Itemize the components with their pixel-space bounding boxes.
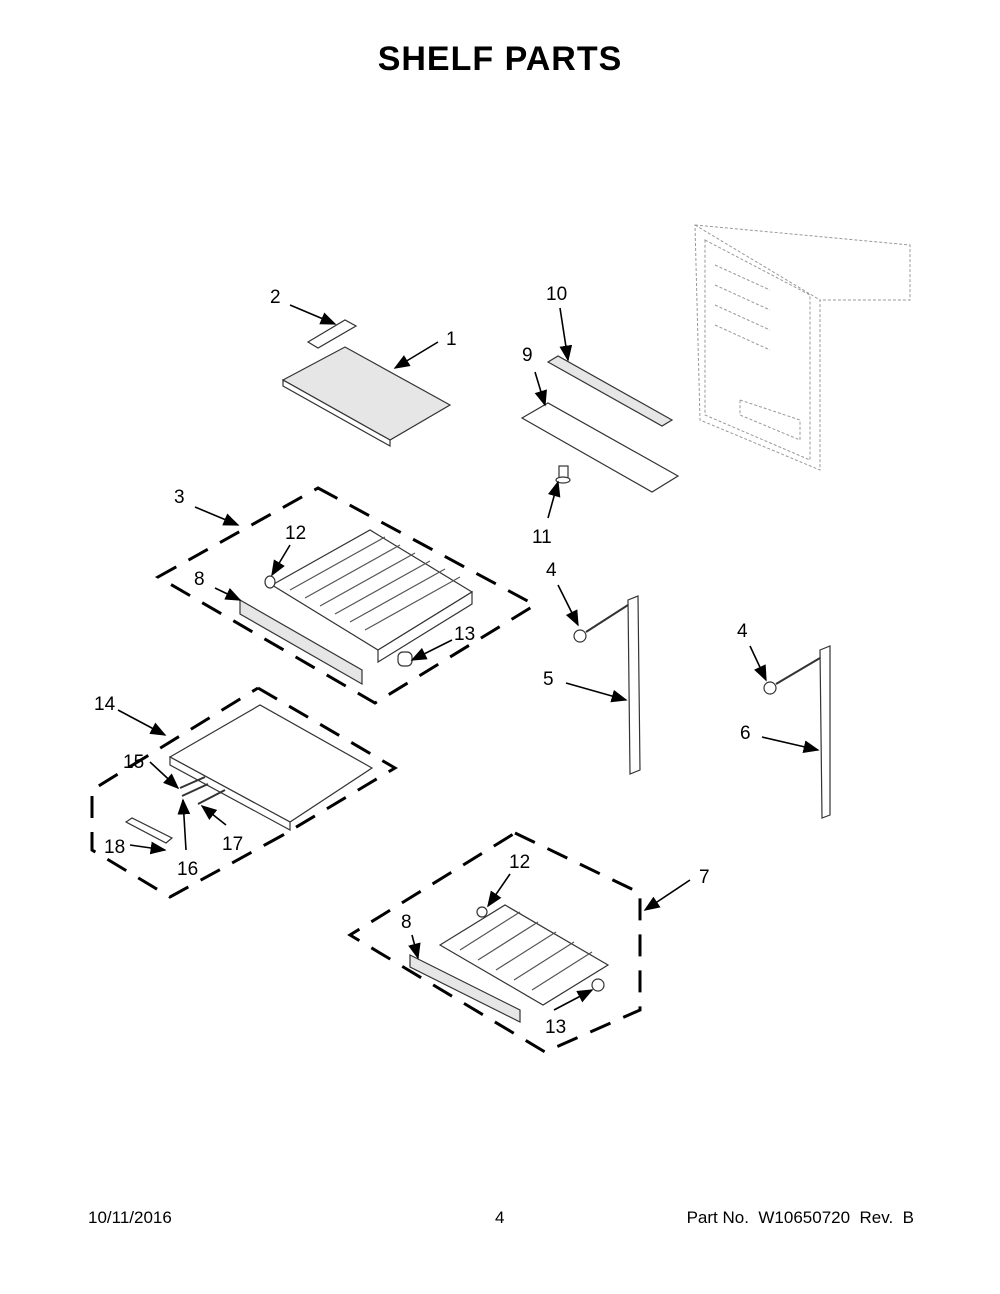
wheel-part-13 [397,651,413,667]
assembly-boundary-part-3 [154,486,539,705]
footer-part-number: Part No. W10650720 Rev. B [686,1208,914,1227]
glass-shelf-part-1 [281,346,452,448]
rail-part-5 [627,595,641,775]
assembly-boundary-part-7 [347,831,642,1054]
parts-15-16 [179,776,209,797]
callout-9: 9 [522,345,533,366]
assembly-boundary-part-14 [90,686,398,899]
callout-8: 8 [401,912,412,933]
wheel-part-13b [591,978,605,992]
callout-12: 12 [285,523,306,544]
callout-1: 1 [446,329,457,350]
callout-7: 7 [699,867,710,888]
bracket-part-2 [306,319,358,349]
leader-lines [117,304,820,1011]
callout-13: 13 [454,624,475,645]
callout-17: 17 [222,834,243,855]
callout-14: 14 [94,694,116,715]
callout-18: 18 [104,837,125,858]
callout-3: 3 [174,487,185,508]
callout-4: 4 [546,560,557,581]
part-17 [197,789,226,805]
footer-page-number: 4 [495,1208,505,1227]
shelf-front-trim-part-8b [409,954,521,1023]
callout-10: 10 [546,284,567,305]
roller-part-12 [264,575,276,589]
callout-8: 8 [194,569,205,590]
callout-12: 12 [509,852,530,873]
trim-strip-part-10 [546,355,674,427]
bumper-part-11 [555,465,571,484]
page-title: SHELF PARTS [377,40,623,78]
shelf-trim-part-9 [520,402,680,493]
sliding-shelf-part-7 [438,904,610,1006]
cabinet-reference-outline [694,224,911,471]
part-18 [124,817,174,844]
callout-2: 2 [270,287,281,308]
callout-11: 11 [532,527,552,548]
rail-part-6 [819,645,831,819]
callout-13: 13 [545,1017,566,1038]
footer-date: 10/11/2016 [88,1208,172,1227]
roller-part-12b [476,906,488,918]
shelf-part-14 [168,704,374,832]
callout-6: 6 [740,723,751,744]
screw-part-4 [573,604,821,695]
callout-5: 5 [543,669,554,690]
callout-15: 15 [123,752,144,773]
sliding-shelf-part-3 [270,529,474,664]
callout-4: 4 [737,621,748,642]
callout-16: 16 [177,859,198,880]
shelf-front-trim-part-8 [239,598,363,686]
